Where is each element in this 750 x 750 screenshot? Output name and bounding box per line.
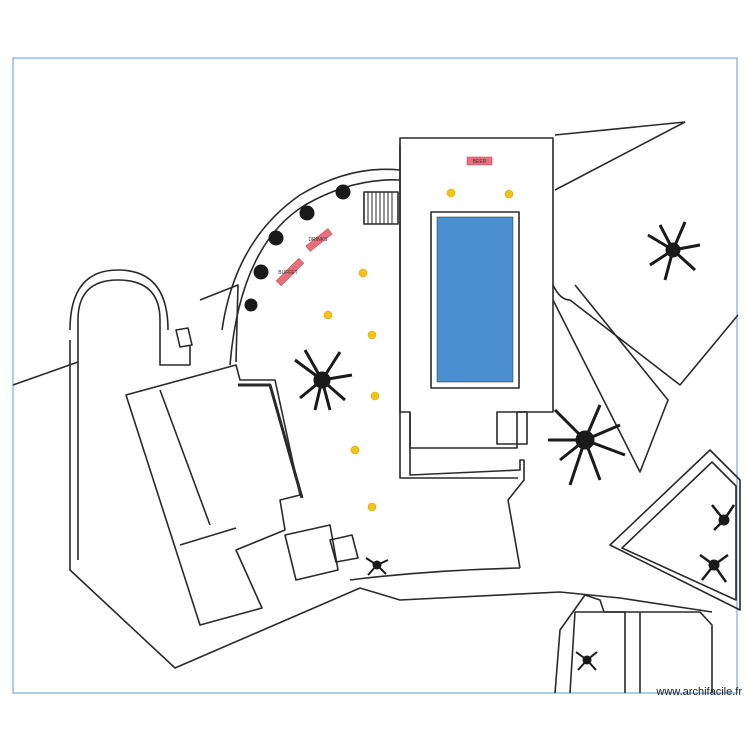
right-path-1 <box>552 284 669 473</box>
watermark: www.archifacile.fr <box>656 686 742 698</box>
light-marker <box>446 188 456 198</box>
house-interior-1 <box>159 389 211 526</box>
pool-terrace-outer <box>399 145 518 479</box>
house-outer-wall <box>69 269 169 331</box>
right-triangle <box>609 449 741 611</box>
light-marker <box>323 310 333 320</box>
light-marker <box>350 445 360 455</box>
house-rounded-wing <box>77 279 191 560</box>
house-thick-wall <box>238 383 304 499</box>
beer-table: BEER <box>466 156 493 166</box>
garden-bottom-edge <box>349 567 521 581</box>
light-marker <box>504 189 514 199</box>
tree-icon <box>711 504 736 531</box>
bottom-right-inner <box>569 611 641 694</box>
light-marker <box>370 391 380 401</box>
bottom-right-building <box>554 594 713 694</box>
drinks-label: DRINKS <box>309 237 329 243</box>
house-main <box>125 364 301 626</box>
buffet-label: BUFFET <box>278 270 297 276</box>
terrain-line-left <box>12 361 79 386</box>
tree-icon <box>647 221 701 281</box>
buffet-table <box>275 257 305 287</box>
hedge-icon <box>244 184 351 312</box>
right-triangle-inner <box>621 461 737 601</box>
house-interior-2 <box>179 527 237 546</box>
pool-edge <box>430 211 520 389</box>
right-lower-edge <box>359 587 713 613</box>
garden-left-edge <box>199 284 239 363</box>
tree-icon <box>575 651 598 671</box>
step-block-3 <box>175 327 193 348</box>
pool-stairs <box>363 191 399 225</box>
light-marker <box>367 502 377 512</box>
plan-frame <box>12 57 738 694</box>
terrain-line-top <box>554 121 686 136</box>
tree-icon <box>365 557 389 576</box>
terrace-extension <box>409 412 525 569</box>
pool-water <box>436 216 514 383</box>
stair-lines <box>367 192 393 224</box>
tree-icon <box>294 349 353 411</box>
drinks-table <box>305 228 333 252</box>
step-block-1 <box>284 524 339 581</box>
tree-icon <box>699 553 729 583</box>
light-marker <box>358 268 368 278</box>
right-lawn <box>552 284 739 386</box>
tree-icon <box>548 404 626 486</box>
garden-curve-outer <box>229 179 401 366</box>
terrain-line-right <box>554 121 686 191</box>
light-marker <box>367 330 377 340</box>
house-back-wall <box>69 340 361 669</box>
beer-label: BEER <box>473 159 487 165</box>
step-block-2 <box>329 534 359 563</box>
pool-terrace <box>399 137 554 449</box>
garden-curve-inner <box>221 168 401 331</box>
pool-terrace-box <box>496 411 528 445</box>
